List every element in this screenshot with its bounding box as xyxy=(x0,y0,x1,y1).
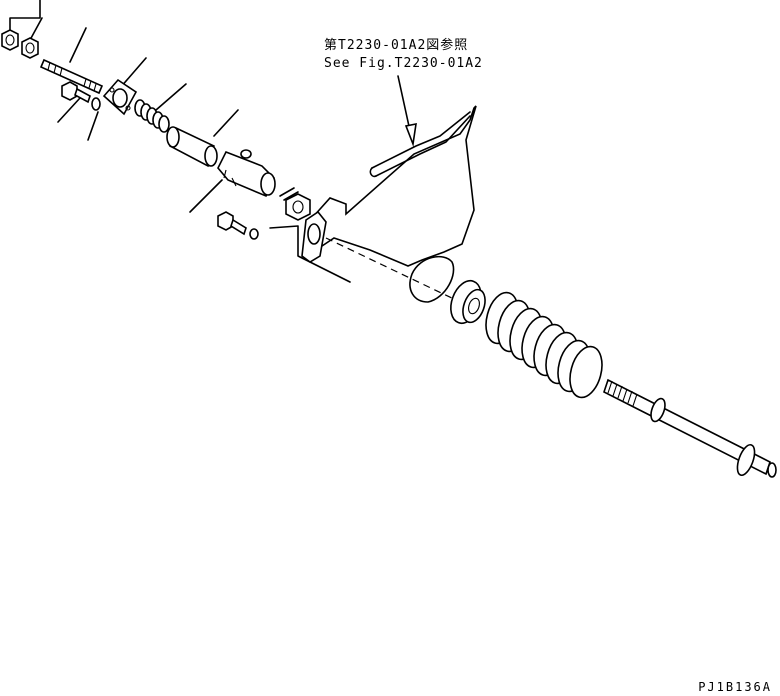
washer-part xyxy=(91,97,101,111)
flange-part xyxy=(102,78,138,116)
pin-bolt-part xyxy=(217,211,247,236)
small-spring-part xyxy=(134,99,170,133)
cotter-pin-part xyxy=(279,187,299,201)
nut-part xyxy=(1,29,19,51)
reference-arrow xyxy=(397,75,417,148)
reference-line-jp: 第T2230-01A2図参照 xyxy=(324,38,469,53)
centerline xyxy=(325,237,457,301)
sleeve-part xyxy=(166,126,218,168)
nut-part xyxy=(21,37,39,59)
reference-line-en: See Fig.T2230-01A2 xyxy=(324,56,483,71)
drawing-code: PJ1B136A xyxy=(698,680,772,694)
callout-leaders xyxy=(9,0,351,283)
stud-bolt-part xyxy=(39,58,104,95)
collar-part xyxy=(450,279,486,325)
threaded-rod-part xyxy=(603,378,777,478)
lever-bracket-part xyxy=(301,105,477,303)
clevis-part xyxy=(217,149,276,198)
return-spring-part xyxy=(485,291,603,399)
bolt-part xyxy=(61,81,91,104)
figure-reference-note: 第T2230-01A2図参照 See Fig.T2230-01A2 xyxy=(324,37,483,73)
small-washer-part xyxy=(249,228,259,240)
hex-nut-part xyxy=(285,193,311,221)
